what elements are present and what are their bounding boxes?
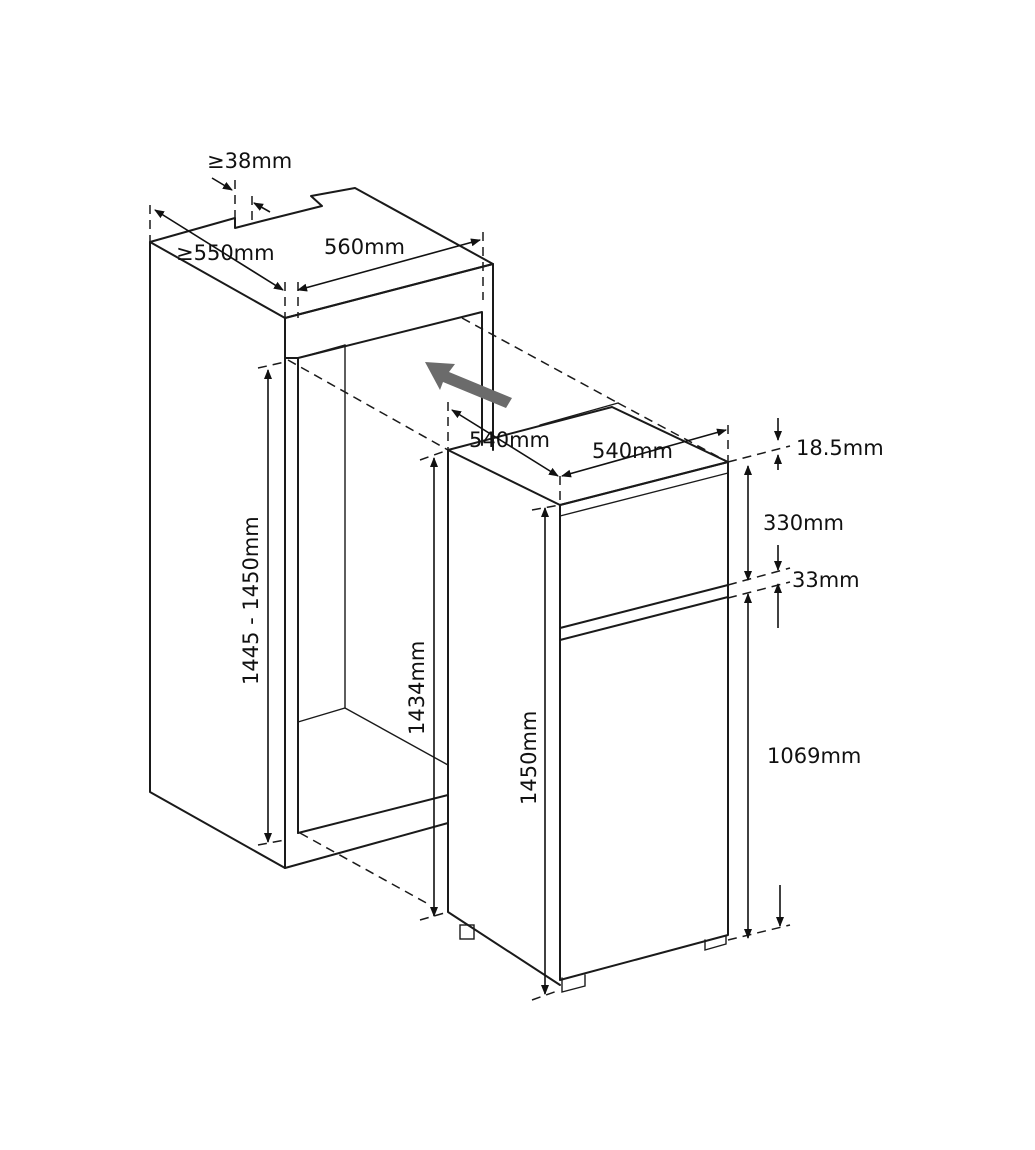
dimension-lines bbox=[154, 177, 784, 995]
appliance-depth-label: 540mm bbox=[469, 428, 550, 452]
top-gap-label: 18.5mm bbox=[796, 436, 884, 460]
niche-depth-label: ≥550mm bbox=[176, 241, 275, 265]
niche-height-label: 1445 - 1450mm bbox=[239, 516, 263, 685]
fridge-appliance bbox=[447, 406, 729, 993]
freezer-door-label: 330mm bbox=[763, 511, 844, 535]
fridge-door-label: 1069mm bbox=[767, 744, 861, 768]
niche-cabinet bbox=[149, 187, 494, 869]
guide-lines bbox=[149, 180, 791, 1001]
appliance-side-height-label: 1434mm bbox=[405, 641, 429, 735]
arrow-insert-icon bbox=[425, 362, 512, 408]
door-gap-label: 33mm bbox=[792, 568, 860, 592]
appliance-front-height-label: 1450mm bbox=[517, 711, 541, 805]
vent-gap-label: ≥38mm bbox=[207, 149, 292, 173]
appliance-width-label: 540mm bbox=[592, 439, 673, 463]
niche-width-label: 560mm bbox=[324, 235, 405, 259]
